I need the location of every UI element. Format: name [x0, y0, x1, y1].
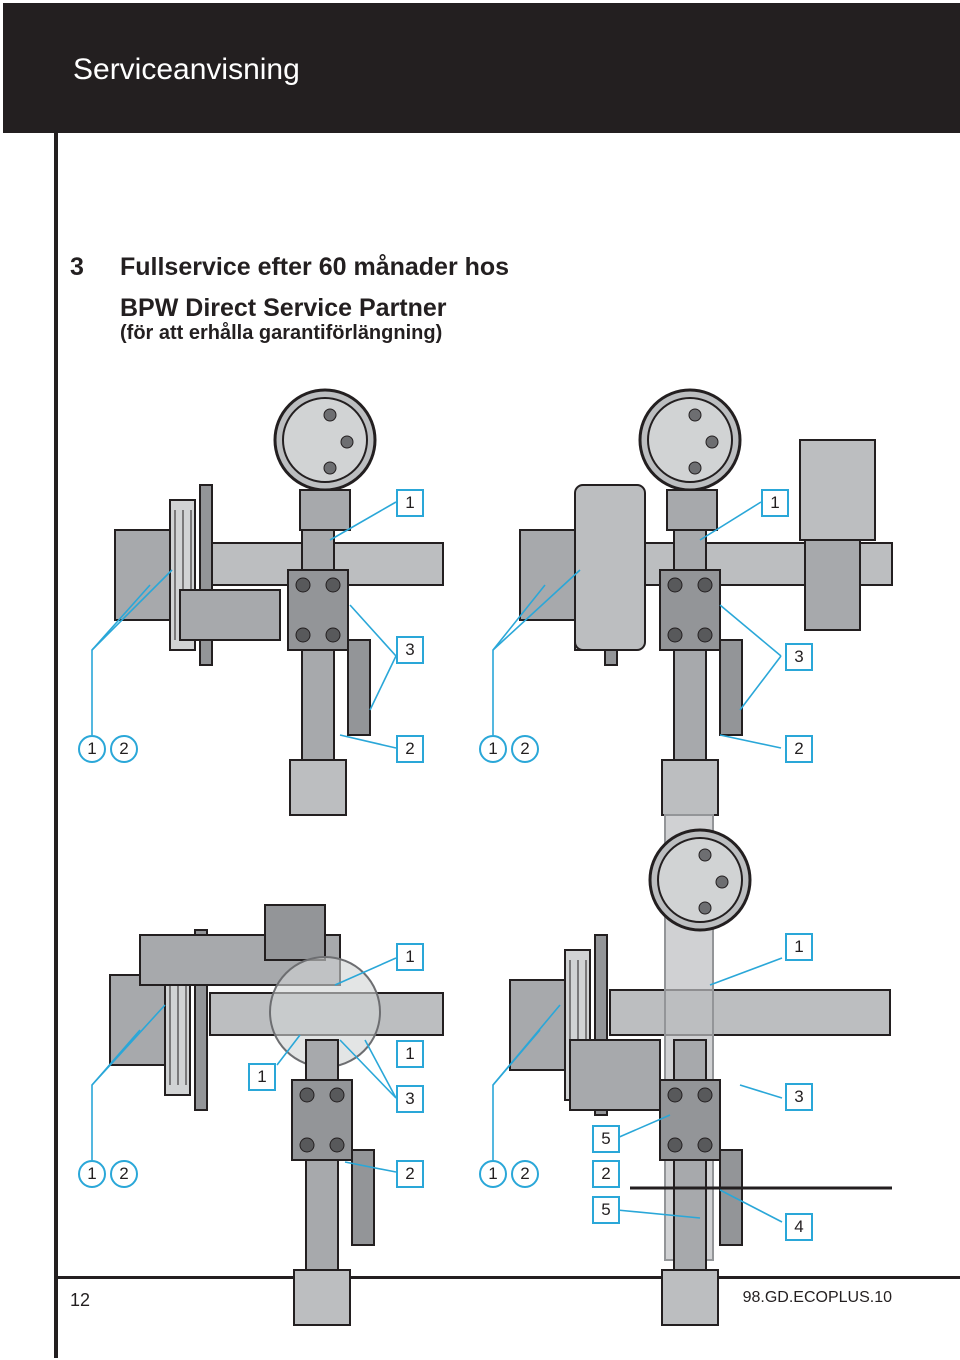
callout-square: 1 — [396, 489, 424, 517]
callout-circle: 1 — [78, 735, 106, 763]
header-bar: Serviceanvisning — [3, 3, 960, 133]
document-code: 98.GD.ECOPLUS.10 — [742, 1289, 892, 1306]
callout-square: 3 — [785, 1083, 813, 1111]
callout-circle: 1 — [78, 1160, 106, 1188]
callout-square: 5 — [592, 1196, 620, 1224]
callout-square: 1 — [248, 1063, 276, 1091]
callout-square: 5 — [592, 1125, 620, 1153]
callout-leaders — [91, 501, 783, 1223]
section-title-line2: BPW Direct Service Partner — [120, 294, 447, 322]
footer-rule — [58, 1276, 960, 1279]
section-title-line1: Fullservice efter 60 månader hos — [120, 253, 510, 281]
section-subtitle: (för att erhålla garantiförlängning) — [120, 322, 443, 344]
callout-square: 3 — [785, 643, 813, 671]
left-rule — [54, 133, 58, 1358]
callout-square: 1 — [396, 1040, 424, 1068]
callout-square: 1 — [396, 943, 424, 971]
callout-circle: 2 — [511, 735, 539, 763]
section-number: 3 — [70, 253, 84, 281]
callout-square: 2 — [396, 1160, 424, 1188]
callout-circle: 2 — [511, 1160, 539, 1188]
callout-circle: 2 — [110, 735, 138, 763]
callout-square: 1 — [785, 933, 813, 961]
figure-3-drawing — [109, 904, 444, 1326]
figure-1-drawing — [114, 388, 444, 816]
callout-square: 4 — [785, 1213, 813, 1241]
callout-circle: 1 — [479, 1160, 507, 1188]
callout-square: 3 — [396, 1085, 424, 1113]
page-title: Serviceanvisning — [73, 53, 300, 86]
callout-circle: 2 — [110, 1160, 138, 1188]
page-number: 12 — [70, 1290, 91, 1310]
callout-square: 2 — [785, 735, 813, 763]
figure-4-drawing — [509, 814, 892, 1326]
callout-square: 3 — [396, 636, 424, 664]
callout-circle: 1 — [479, 735, 507, 763]
callout-square: 1 — [761, 489, 789, 517]
callout-square: 2 — [592, 1160, 620, 1188]
callout-square: 2 — [396, 735, 424, 763]
figure-2-drawing — [519, 388, 893, 816]
